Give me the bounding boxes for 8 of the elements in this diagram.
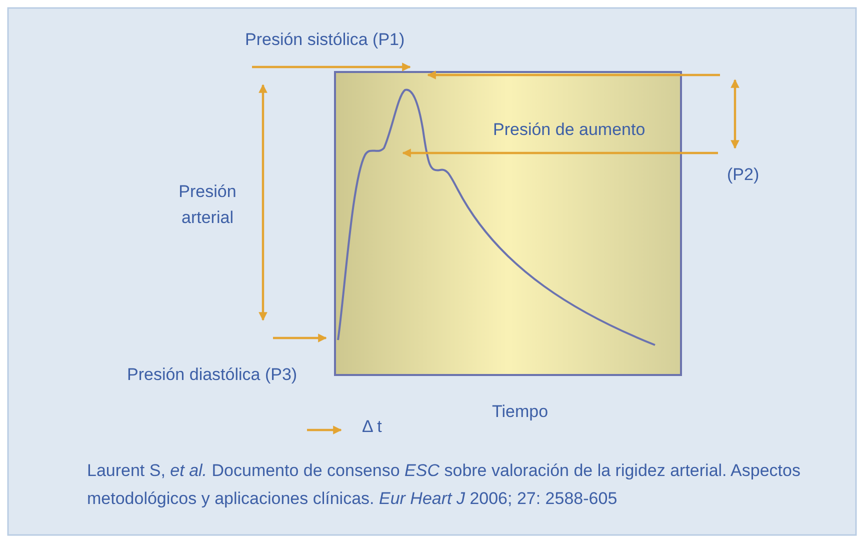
axis-label: Δ t bbox=[362, 416, 382, 438]
axis-label: Presión arterial bbox=[178, 181, 238, 229]
axis-label: Presión sistólica (P1) bbox=[245, 29, 405, 51]
citation-caption: Laurent S, et al. Documento de consenso ESC sobre valoración de la rigidez arterial. Aspectos metodológicos y aplicaciones clínicas. Eur Heart J 2006; 27: 2588-605 bbox=[87, 460, 802, 510]
axis-label: (P2) bbox=[727, 164, 760, 186]
axis-label: Presión de aumento bbox=[493, 119, 646, 141]
axis-label: Tiempo bbox=[492, 401, 548, 423]
axis-label: Presión diastólica (P3) bbox=[127, 364, 298, 386]
